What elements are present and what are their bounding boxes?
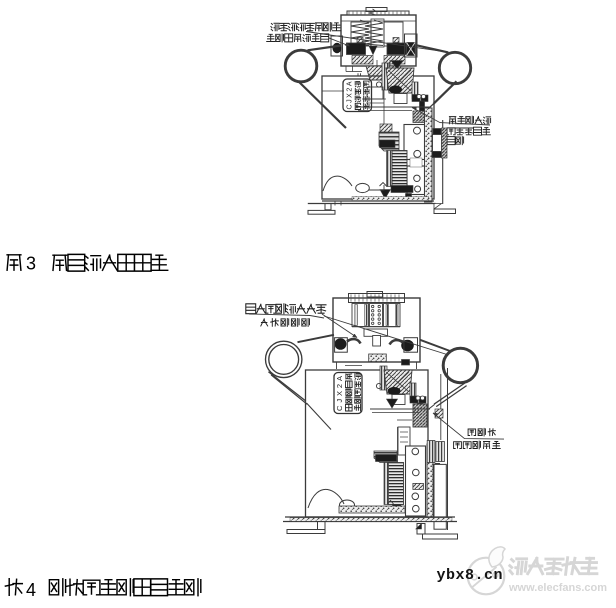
svg-text:4: 4 (26, 580, 36, 600)
svg-text:www.elecfans.com: www.elecfans.com (508, 582, 607, 594)
svg-text:ybx8.cn: ybx8.cn (437, 567, 504, 584)
svg-text:3: 3 (26, 254, 36, 274)
svg-text:CJX2A: CJX2A (335, 376, 344, 411)
svg-text:CJX2A: CJX2A (347, 81, 354, 109)
